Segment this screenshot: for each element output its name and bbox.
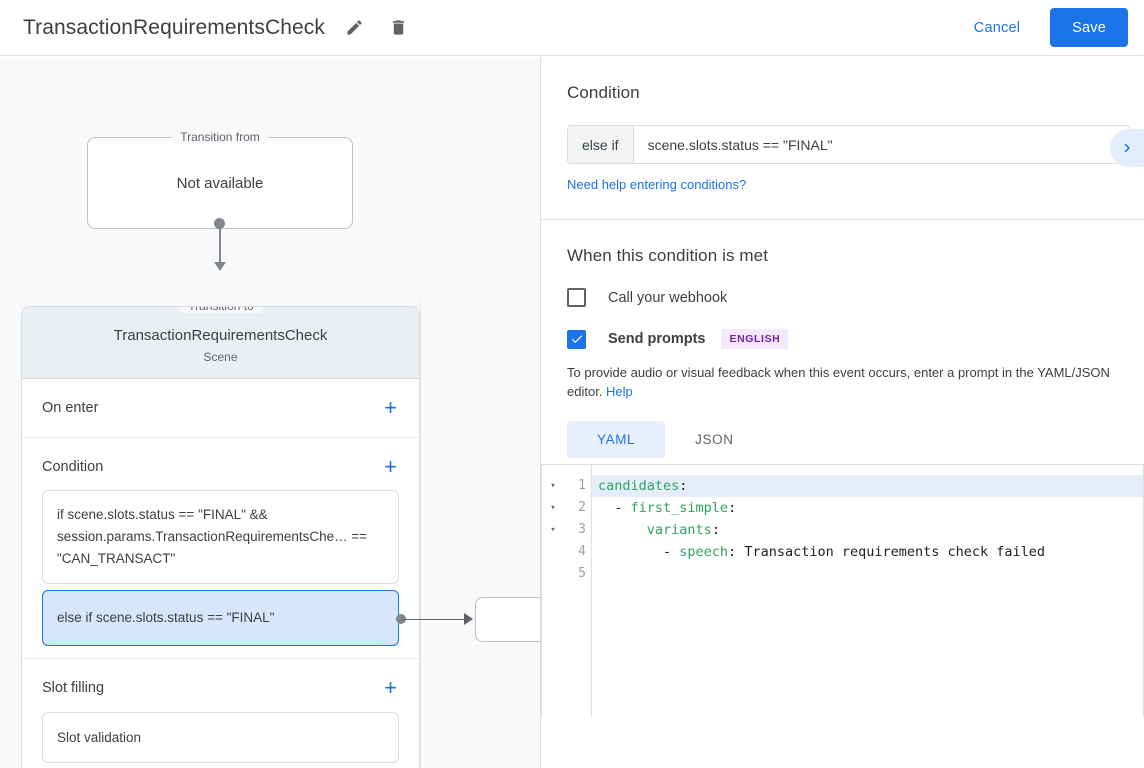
- code-indent: -: [598, 500, 631, 516]
- checkmark-icon: [570, 332, 584, 346]
- section-divider: [541, 219, 1144, 220]
- line-number: 3: [578, 522, 586, 537]
- fold-marker[interactable]: ▾: [550, 503, 556, 513]
- yaml-editor[interactable]: ▾ ▾ ▾ 1 2 3 4 5 candidates: - first_simp…: [541, 464, 1144, 716]
- edit-button[interactable]: [339, 13, 369, 43]
- language-badge: ENGLISH: [721, 329, 789, 349]
- save-button[interactable]: Save: [1050, 8, 1128, 47]
- yaml-key: candidates: [598, 478, 680, 494]
- line-number: 4: [578, 544, 586, 559]
- code-line[interactable]: - speech: Transaction requirements check…: [592, 541, 1144, 563]
- yaml-value: Transaction requirements check failed: [736, 544, 1046, 560]
- code-indent: -: [598, 544, 680, 560]
- editor-format-tabs: YAML JSON: [567, 421, 1118, 458]
- fold-marker: [542, 541, 564, 563]
- prompts-help-text-body: To provide audio or visual feedback when…: [567, 365, 1110, 399]
- condition-help-link[interactable]: Need help entering conditions?: [567, 177, 747, 192]
- webhook-row[interactable]: Call your webhook: [567, 288, 1118, 307]
- add-condition-button[interactable]: +: [384, 454, 397, 479]
- top-bar: TransactionRequirementsCheck Cancel Save: [0, 0, 1144, 56]
- scene-section-on-enter: On enter +: [22, 379, 419, 438]
- yaml-punc: :: [679, 478, 688, 494]
- section-head-condition: Condition +: [22, 438, 419, 484]
- section-head-on-enter: On enter +: [22, 379, 419, 425]
- fold-marker[interactable]: ▾: [550, 525, 556, 535]
- prompts-help-text: To provide audio or visual feedback when…: [567, 363, 1118, 401]
- top-bar-actions: Cancel Save: [960, 8, 1128, 47]
- section-head-slot-filling: Slot filling +: [22, 659, 419, 705]
- when-condition-met-heading: When this condition is met: [567, 246, 769, 265]
- scene-name: TransactionRequirementsCheck: [113, 327, 328, 344]
- line-number: 2: [578, 500, 586, 515]
- section-title-slot-filling: Slot filling: [42, 680, 105, 696]
- collapse-panel-button[interactable]: [1110, 129, 1144, 167]
- editor-line-numbers: 1 2 3 4 5: [564, 465, 592, 716]
- scene-section-slot-filling: Slot filling + Slot validation Transacti…: [22, 659, 419, 768]
- editor-code-area[interactable]: candidates: - first_simple: variants: - …: [592, 465, 1144, 716]
- when-condition-met-section: When this condition is met Call your web…: [541, 220, 1144, 716]
- tab-json[interactable]: JSON: [695, 432, 734, 447]
- yaml-punc: :: [728, 500, 737, 516]
- transition-from-value: Not available: [176, 174, 264, 192]
- fold-marker: [542, 563, 564, 585]
- scene-section-condition: Condition + if scene.slots.status == "FI…: [22, 438, 419, 659]
- transition-from-node[interactable]: Transition from Not available: [87, 130, 353, 229]
- add-on-enter-button[interactable]: +: [384, 395, 397, 420]
- trash-icon: [389, 18, 408, 37]
- branch-connector-line: [403, 618, 466, 620]
- send-prompts-row[interactable]: Send prompts ENGLISH: [567, 329, 1118, 349]
- scene-type: Scene: [203, 350, 238, 364]
- tab-yaml[interactable]: YAML: [567, 421, 666, 458]
- code-line[interactable]: candidates:: [592, 475, 1144, 497]
- condition-heading: Condition: [567, 83, 640, 102]
- line-number: 1: [578, 478, 586, 493]
- section-title-on-enter: On enter: [42, 400, 99, 416]
- call-webhook-label: Call your webhook: [608, 289, 728, 306]
- send-prompts-checkbox[interactable]: [567, 329, 586, 349]
- yaml-key: speech: [679, 544, 729, 560]
- code-line[interactable]: - first_simple:: [592, 497, 1144, 519]
- code-indent: [598, 522, 647, 538]
- condition-input-row[interactable]: else if scene.slots.status == "FINAL": [567, 125, 1130, 164]
- send-prompts-label: Send prompts: [608, 331, 706, 347]
- branch-connector-dot: [396, 614, 406, 624]
- branch-target-node[interactable]: [475, 597, 540, 642]
- branch-connector-arrow-icon: [464, 613, 473, 625]
- yaml-punc: :: [711, 522, 720, 538]
- condition-section: Condition else if scene.slots.status == …: [541, 57, 1144, 194]
- code-line[interactable]: [592, 563, 1144, 585]
- delete-button[interactable]: [383, 13, 413, 43]
- section-title-condition: Condition: [42, 459, 104, 475]
- slot-filling-item[interactable]: Slot validation: [42, 712, 399, 763]
- condition-expression-input[interactable]: scene.slots.status == "FINAL": [633, 126, 1129, 163]
- condition-item[interactable]: if scene.slots.status == "FINAL" && sess…: [42, 490, 399, 584]
- add-slot-filling-button[interactable]: +: [384, 675, 397, 700]
- graph-panel: Transition from Not available Transition…: [0, 57, 540, 768]
- transition-to-legend: Transition to: [180, 307, 262, 313]
- code-line[interactable]: variants:: [592, 519, 1144, 541]
- yaml-key: variants: [646, 522, 712, 538]
- cancel-button[interactable]: Cancel: [960, 12, 1034, 44]
- condition-item-selected[interactable]: else if scene.slots.status == "FINAL": [42, 590, 399, 646]
- connector-line: [219, 223, 221, 265]
- connector-arrow-icon: [213, 262, 226, 271]
- prompts-help-link[interactable]: Help: [606, 384, 633, 399]
- yaml-punc: :: [728, 544, 737, 560]
- call-webhook-checkbox[interactable]: [567, 288, 586, 307]
- scene-header[interactable]: TransactionRequirementsCheck Scene: [22, 307, 419, 379]
- panel-divider: [540, 57, 541, 768]
- editor-fold-column: ▾ ▾ ▾: [542, 465, 564, 716]
- fold-marker[interactable]: ▾: [550, 481, 556, 491]
- condition-prefix-label: else if: [568, 126, 634, 163]
- pencil-icon: [345, 18, 364, 37]
- yaml-key: first_simple: [630, 500, 729, 516]
- graph-guide-line: [420, 302, 421, 768]
- details-panel: Condition else if scene.slots.status == …: [541, 57, 1144, 768]
- chevron-right-icon: [1118, 139, 1136, 157]
- page-title: TransactionRequirementsCheck: [23, 15, 325, 39]
- line-number: 5: [578, 566, 586, 581]
- scene-card: Transition to TransactionRequirementsChe…: [21, 306, 420, 768]
- transition-from-legend: Transition from: [172, 130, 268, 144]
